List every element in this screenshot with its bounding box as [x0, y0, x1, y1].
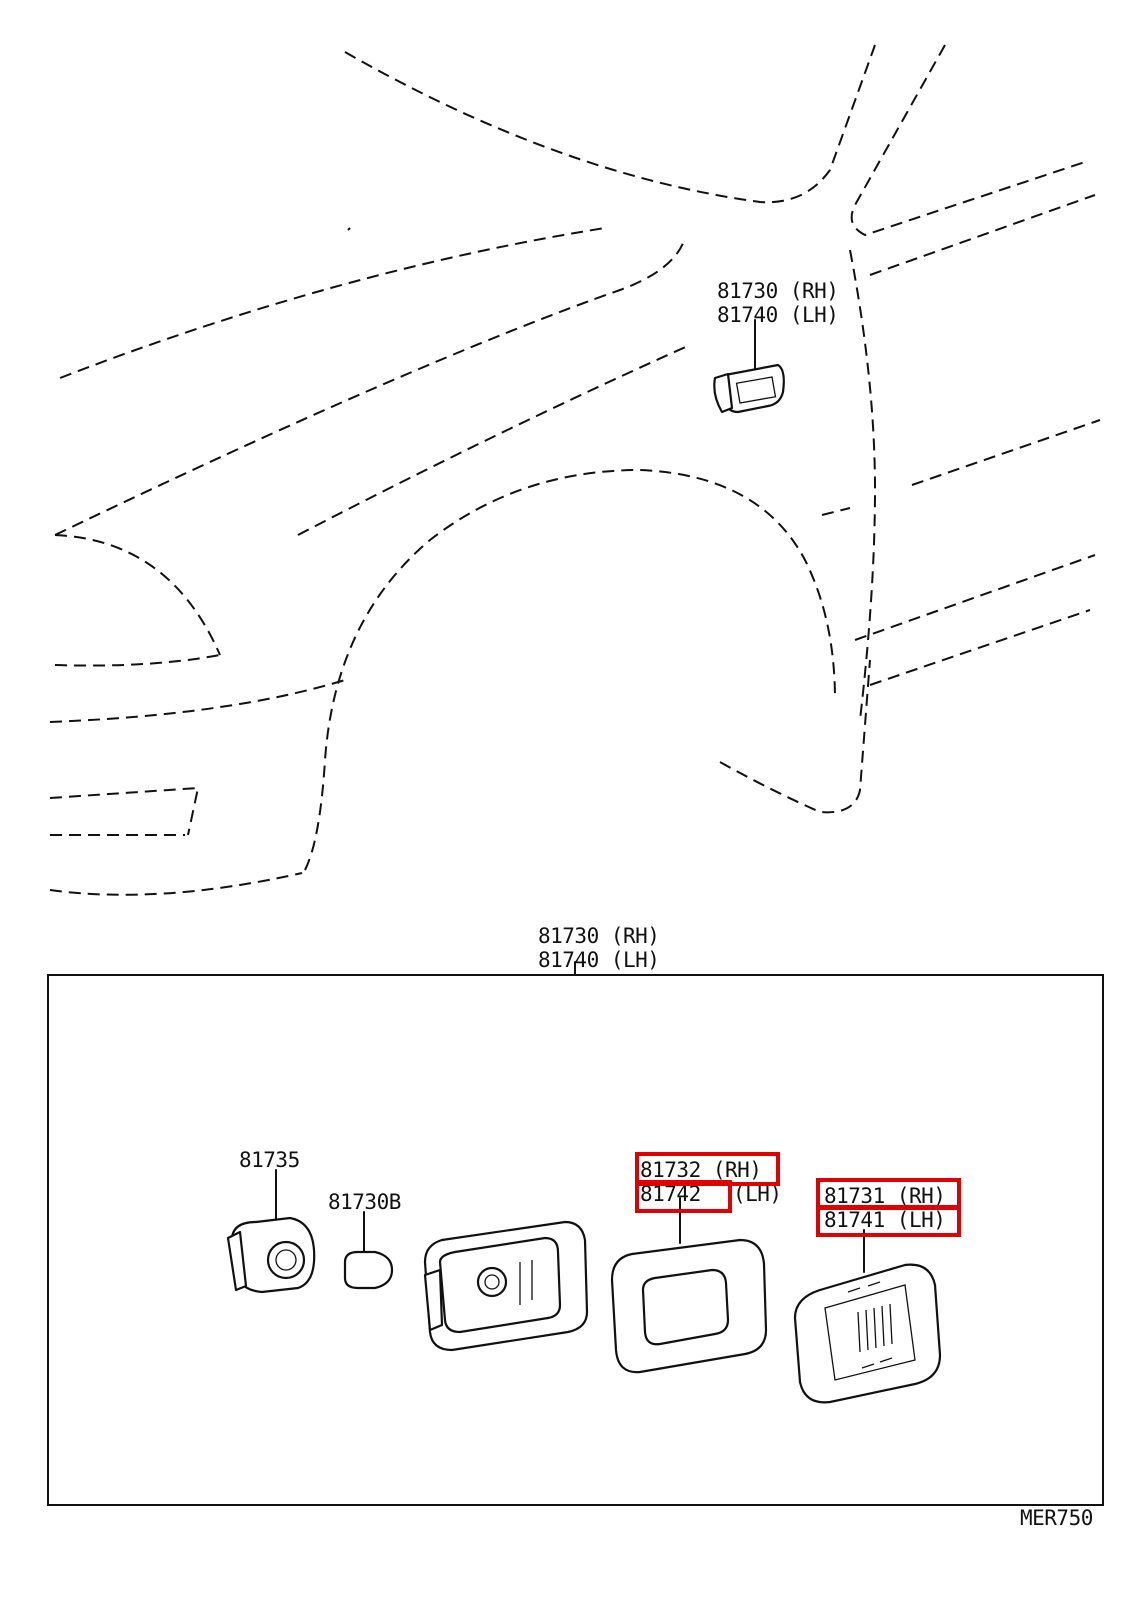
side-marker-on-fender: [713, 319, 785, 414]
gasket-rh-part-number: 81732 (RH): [640, 1158, 762, 1182]
lens-lh-part-number: 81741 (LH): [824, 1208, 946, 1232]
fender-callout-lh: 81740 (LH): [717, 303, 839, 327]
lens-part: [793, 1229, 942, 1404]
gasket-lh-suffix: (LH): [733, 1182, 782, 1206]
bulb-part: [343, 1211, 394, 1290]
gasket-lh-part-number: 81742: [640, 1182, 701, 1206]
box-callout-lh: 81740 (LH): [538, 948, 660, 972]
fender-callout-rh: 81730 (RH): [717, 279, 839, 303]
lamp-housing-part: [423, 1220, 589, 1352]
highlight-lens-lh: [816, 1205, 961, 1237]
bulb-part-number: 81730B: [328, 1190, 401, 1214]
highlight-gasket-rh: [635, 1152, 780, 1186]
highlight-gasket-lh: [635, 1180, 732, 1213]
gasket-part: [610, 1197, 768, 1374]
socket-part: [226, 1169, 316, 1294]
car-body-outline: [49, 44, 1101, 896]
box-callout-rh: 81730 (RH): [538, 924, 660, 948]
diagram-code: MER750: [1020, 1506, 1093, 1530]
lens-rh-part-number: 81731 (RH): [824, 1184, 946, 1208]
socket-part-number: 81735: [239, 1148, 300, 1172]
